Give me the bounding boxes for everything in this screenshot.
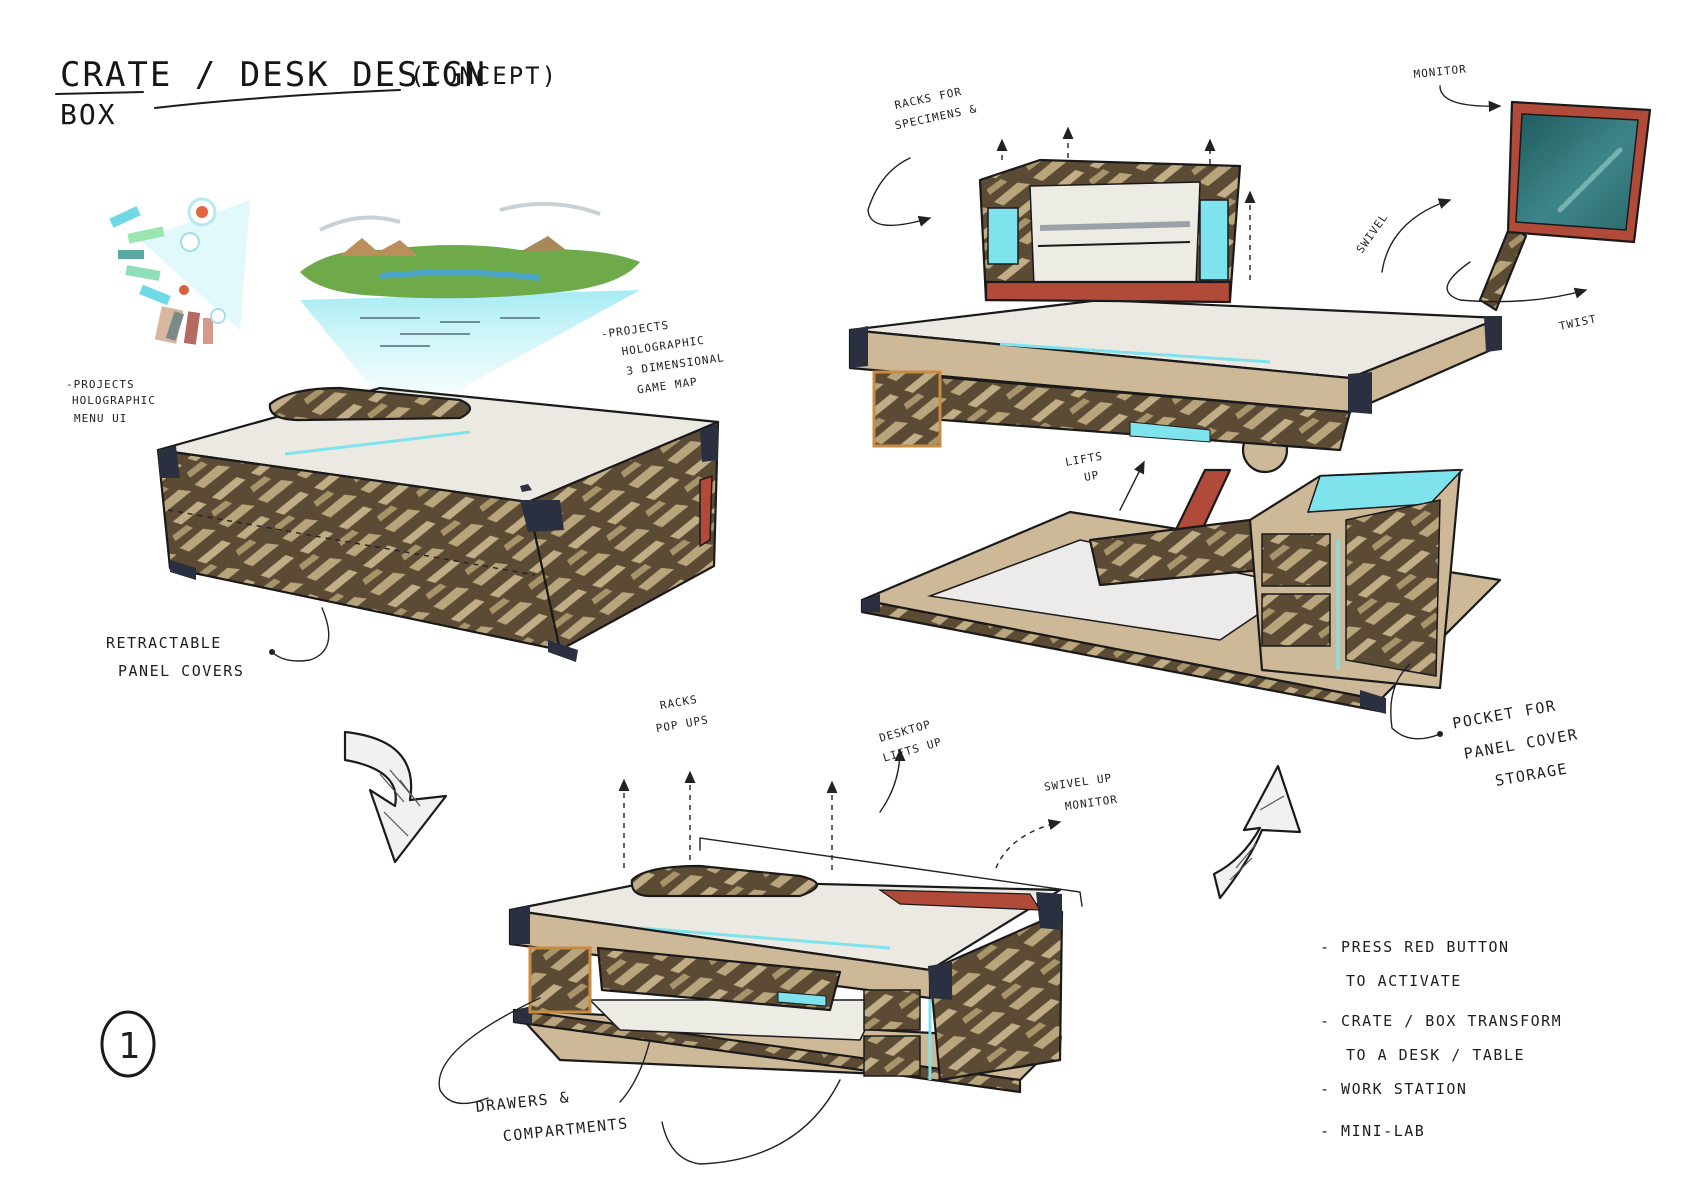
label-desktop-lifts: DESKTOP LIFTS UP bbox=[878, 718, 944, 765]
pocket-line3: STORAGE bbox=[1494, 759, 1570, 790]
label-drawers: DRAWERS & COMPARTMENTS bbox=[475, 1088, 630, 1145]
step-number: 1 bbox=[118, 1026, 140, 1067]
title-qualifier: (CONCEPT) bbox=[410, 62, 558, 90]
sheet-title: CRATE / DESK DESIGN (CONCEPT) BOX bbox=[55, 55, 558, 131]
label-racks-pop: RACKS POP UPS bbox=[655, 693, 710, 735]
step-number-badge: 1 bbox=[100, 1010, 156, 1078]
label-holo-map: -PROJECTS HOLOGRAPHIC 3 DIMENSIONAL GAME… bbox=[600, 319, 725, 397]
title-underline-short bbox=[55, 91, 144, 95]
title-main: CRATE / DESK DESIGN bbox=[60, 55, 487, 95]
transform-arrow-up bbox=[1212, 764, 1302, 900]
transform-arrow-down bbox=[343, 730, 448, 864]
holo-map-line1: -PROJECTS bbox=[600, 319, 670, 341]
label-panel-covers: RETRACTABLE PANEL COVERS bbox=[106, 634, 244, 680]
holo-menu-line3: MENU UI bbox=[74, 412, 127, 425]
panel-covers-line1: RETRACTABLE bbox=[106, 634, 222, 652]
crate-transforming bbox=[508, 748, 1083, 1094]
swivel-monitor-line1: SWIVEL UP bbox=[1043, 771, 1113, 793]
lifts-up-line2: UP bbox=[1083, 468, 1100, 483]
label-lifts-up: LIFTS UP bbox=[1064, 450, 1104, 484]
crate-closed bbox=[156, 386, 720, 662]
label-swivel: SWIVEL bbox=[1354, 211, 1391, 256]
holo-map-line4: GAME MAP bbox=[636, 375, 698, 396]
workstation-open bbox=[848, 100, 1652, 714]
drawers-line1: DRAWERS & bbox=[475, 1088, 571, 1116]
holographic-menu bbox=[109, 197, 250, 345]
holographic-map bbox=[300, 201, 640, 392]
note-line2: TO ACTIVATE bbox=[1346, 972, 1462, 990]
panel-covers-line2: PANEL COVERS bbox=[118, 662, 244, 680]
swivel-monitor-line2: MONITOR bbox=[1064, 793, 1119, 813]
note-line5: - WORK STATION bbox=[1320, 1080, 1467, 1098]
racks-pop-line1: RACKS bbox=[659, 693, 699, 712]
feature-notes: - PRESS RED BUTTON TO ACTIVATE - CRATE /… bbox=[1320, 938, 1562, 1140]
note-line1: - PRESS RED BUTTON bbox=[1320, 938, 1510, 956]
title-underline-long bbox=[154, 89, 401, 109]
holo-menu-line1: -PROJECTS bbox=[66, 378, 135, 391]
label-twist: TWIST bbox=[1558, 312, 1598, 333]
label-monitor: MONITOR bbox=[1413, 62, 1467, 81]
note-line6: - MINI-LAB bbox=[1320, 1122, 1425, 1140]
lifts-up-line1: LIFTS bbox=[1064, 450, 1104, 469]
racks-pop-line2: POP UPS bbox=[655, 713, 710, 735]
label-swivel-monitor: SWIVEL UP MONITOR bbox=[1043, 771, 1119, 813]
label-racks-specimens: RACKS FOR SPECIMENS & bbox=[893, 85, 978, 132]
leader-lines bbox=[269, 85, 1588, 1165]
label-holo-menu: -PROJECTS HOLOGRAPHIC MENU UI bbox=[66, 378, 156, 425]
note-line4: TO A DESK / TABLE bbox=[1346, 1046, 1525, 1064]
note-line3: - CRATE / BOX TRANSFORM bbox=[1320, 1012, 1562, 1030]
drawers-line2: COMPARTMENTS bbox=[502, 1114, 630, 1145]
holo-menu-line2: HOLOGRAPHIC bbox=[72, 394, 156, 407]
pocket-line1: POCKET FOR bbox=[1451, 696, 1558, 732]
pocket-line2: PANEL COVER bbox=[1462, 725, 1579, 763]
title-sub: BOX bbox=[60, 98, 117, 131]
label-pocket: POCKET FOR PANEL COVER STORAGE bbox=[1451, 696, 1580, 790]
